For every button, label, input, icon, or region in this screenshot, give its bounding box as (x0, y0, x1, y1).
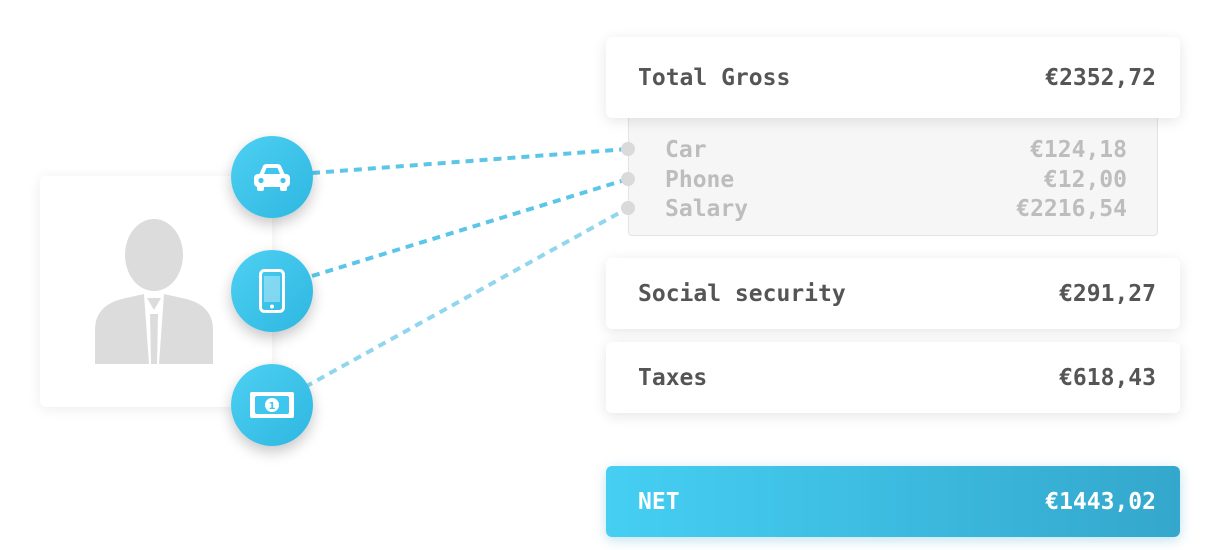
car-button[interactable] (231, 136, 313, 218)
total-gross-label: Total Gross (638, 64, 791, 91)
breakdown-label: Phone (665, 167, 735, 193)
svg-text:1: 1 (269, 401, 276, 412)
breakdown-value: €2216,54 (1016, 196, 1127, 222)
net-card: NET €1443,02 (606, 466, 1180, 537)
breakdown-value: €124,18 (1030, 137, 1127, 163)
phone-button[interactable] (231, 250, 313, 332)
banknote-icon: 1 (250, 392, 294, 418)
social-security-label: Social security (638, 280, 846, 307)
connector-dot-phone (621, 172, 635, 186)
breakdown-label: Car (665, 137, 707, 163)
taxes-value: €618,43 (1059, 364, 1156, 391)
breakdown-label: Salary (665, 196, 749, 222)
taxes-card: Taxes €618,43 (606, 342, 1180, 413)
social-security-card: Social security €291,27 (606, 258, 1180, 329)
breakdown-row-car: Car €124,18 (665, 135, 1127, 165)
connector-dot-car (621, 142, 635, 156)
net-label: NET (638, 488, 680, 515)
total-gross-value: €2352,72 (1045, 64, 1156, 91)
person-icon (95, 219, 213, 364)
gross-breakdown-panel: Car €124,18 Phone €12,00 Salary €2216,54 (628, 114, 1158, 236)
car-icon (254, 164, 290, 191)
connector-dot-salary (621, 201, 635, 215)
money-button[interactable]: 1 (231, 364, 313, 446)
employee-avatar-card (40, 176, 272, 407)
phone-icon (259, 269, 285, 313)
total-gross-card: Total Gross €2352,72 (606, 37, 1180, 118)
net-value: €1443,02 (1045, 488, 1156, 515)
breakdown-row-phone: Phone €12,00 (665, 165, 1127, 195)
breakdown-row-salary: Salary €2216,54 (665, 194, 1127, 224)
social-security-value: €291,27 (1059, 280, 1156, 307)
breakdown-value: €12,00 (1043, 167, 1127, 193)
taxes-label: Taxes (638, 364, 708, 391)
